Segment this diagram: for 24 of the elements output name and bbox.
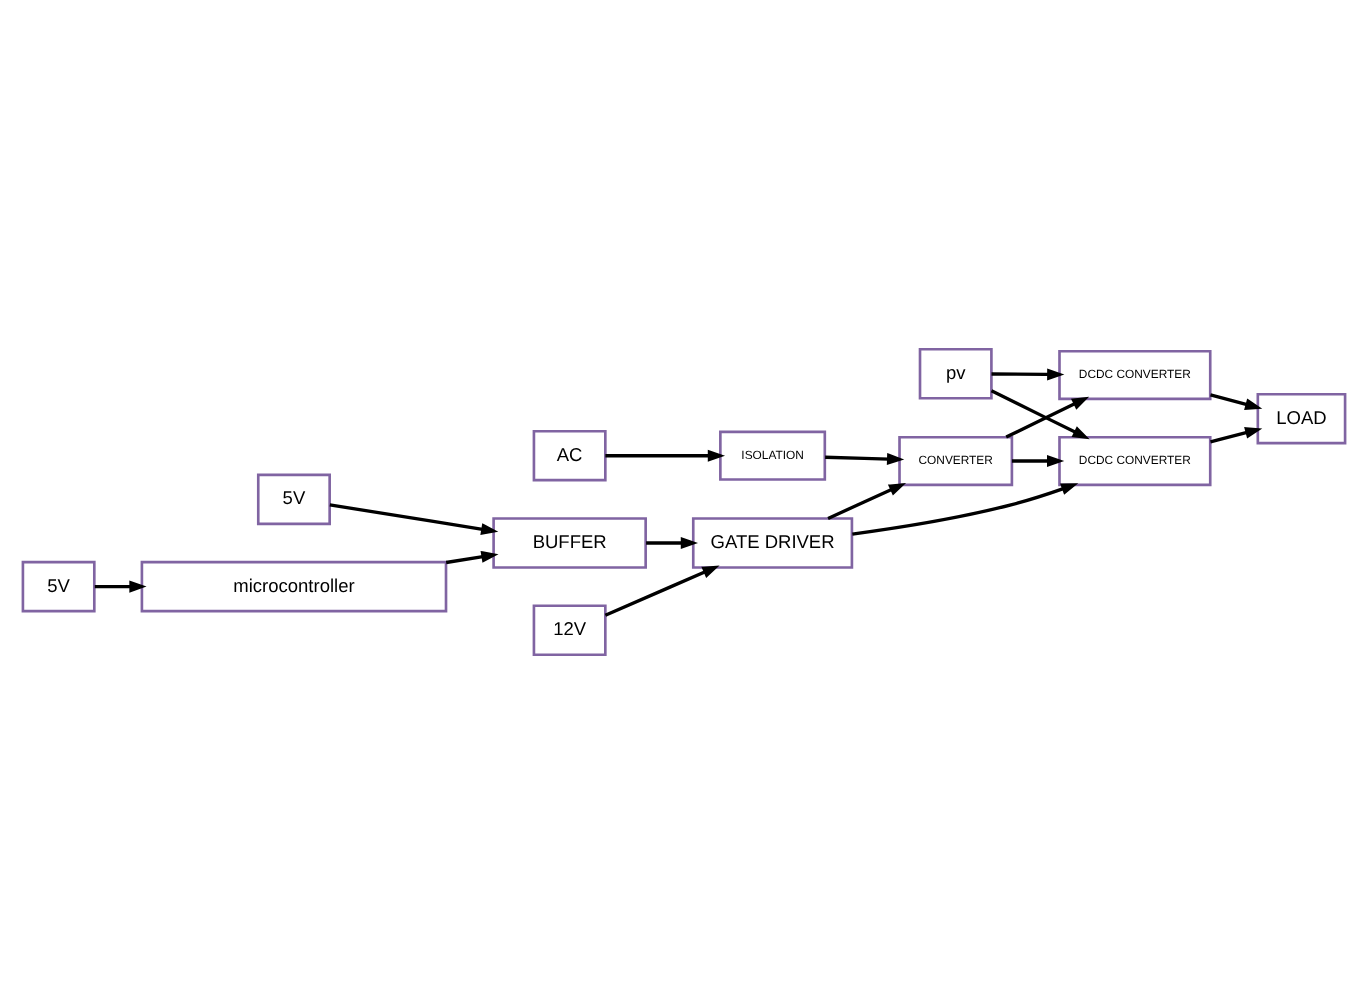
node-box: 12V xyxy=(532,604,607,657)
node-box: 5V xyxy=(256,473,331,526)
node-box: GATE DRIVER xyxy=(691,517,854,569)
arrow xyxy=(604,565,720,617)
arrow xyxy=(445,550,499,565)
node-box: 5V xyxy=(21,560,96,613)
node-box: LOAD xyxy=(1256,392,1347,445)
arrow xyxy=(827,482,907,520)
arrow xyxy=(1210,393,1263,411)
arrow xyxy=(825,453,905,466)
arrow xyxy=(852,483,1079,536)
arrow xyxy=(329,503,499,536)
arrow xyxy=(991,368,1065,381)
arrow xyxy=(990,389,1090,440)
arrow xyxy=(94,580,147,593)
arrow xyxy=(1005,396,1090,439)
arrow xyxy=(1011,454,1065,468)
arrow xyxy=(1210,426,1263,444)
node-box: microcontroller xyxy=(140,560,448,613)
arrow xyxy=(605,449,726,462)
node-box: BUFFER xyxy=(492,517,647,569)
node-box: pv xyxy=(918,347,993,400)
arrow xyxy=(646,536,698,550)
node-box: AC xyxy=(532,429,607,482)
